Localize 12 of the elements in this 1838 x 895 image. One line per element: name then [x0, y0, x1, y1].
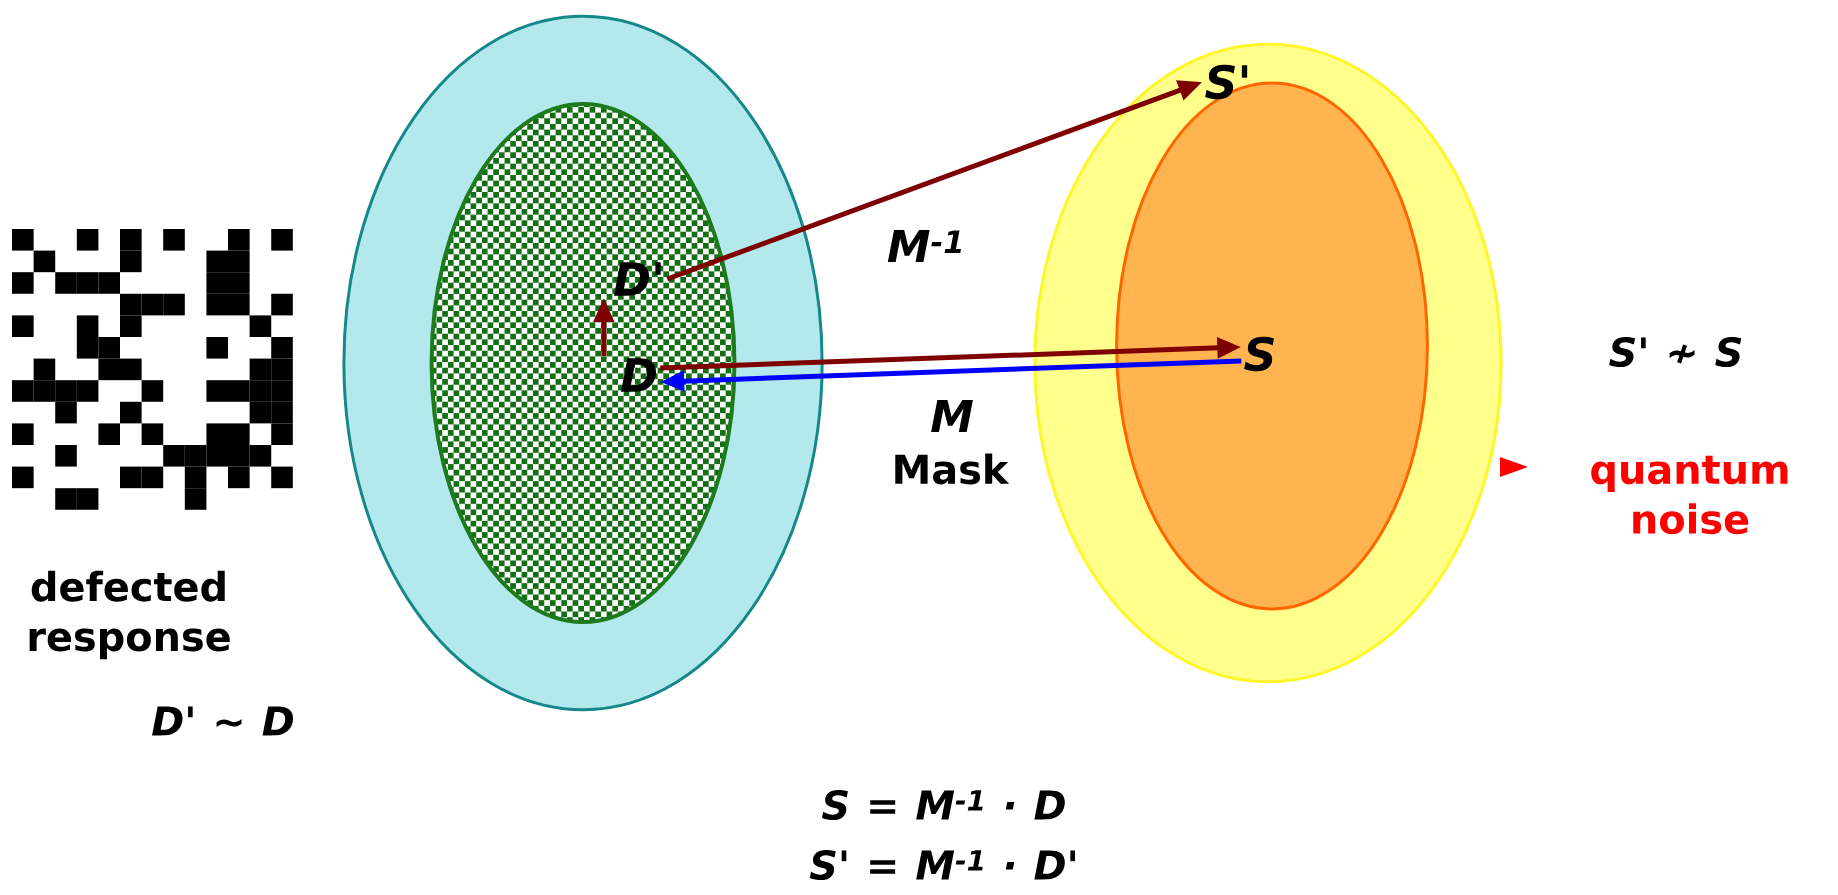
set-symbol: S — [1244, 336, 1274, 372]
text-label: defected response — [29, 570, 230, 660]
equation: S = M$^{-1}$ · D — [822, 789, 1065, 821]
note-label: quantum noise — [1591, 455, 1788, 535]
equation: S' = M$^{-1}$ · D' — [809, 849, 1075, 881]
edge-label: M — [928, 398, 976, 434]
text-label: Mask — [895, 453, 1010, 485]
relation-label: D' ~ D — [152, 706, 294, 736]
edge-label: M$^{-1}$ — [884, 228, 968, 264]
relation-label: S' ≁ S — [1609, 336, 1742, 368]
set-symbol: S' — [1205, 64, 1248, 100]
set-symbol: D' — [613, 262, 661, 296]
